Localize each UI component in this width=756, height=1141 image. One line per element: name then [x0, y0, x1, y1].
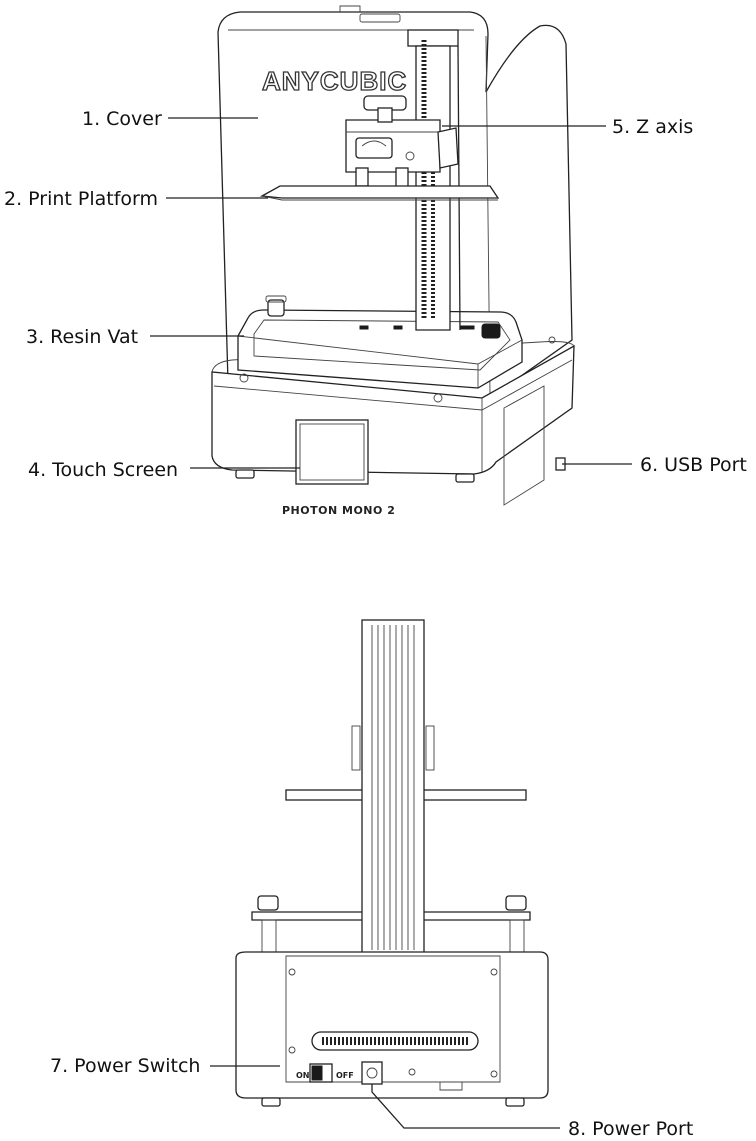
- switch-on-text: ON: [296, 1071, 310, 1080]
- touch-screen: [295, 419, 369, 485]
- z-axis-column-back: [361, 619, 425, 957]
- switch-off-text: OFF: [336, 1071, 354, 1080]
- print-platform: [259, 185, 500, 201]
- model-name-text: PHOTON MONO 2: [282, 504, 395, 517]
- brand-logo-text: ANYCUBIC: [262, 66, 407, 96]
- z-axis: [345, 29, 461, 331]
- callout-labels: 1. Cover 2. Print Platform 3. Resin Vat …: [4, 108, 747, 1140]
- back-view: ON OFF: [235, 619, 549, 1107]
- cover: ANYCUBIC: [217, 5, 573, 406]
- leader-lines: [150, 117, 632, 1129]
- label-power-port: 8. Power Port: [568, 1118, 693, 1140]
- front-view: ANYCUBIC PHOTON MONO 2: [211, 5, 575, 517]
- power-switch: ON OFF: [296, 1063, 354, 1083]
- label-cover: 1. Cover: [82, 108, 162, 130]
- label-z-axis: 5. Z axis: [612, 116, 693, 138]
- label-resin-vat: 3. Resin Vat: [26, 326, 138, 348]
- label-power-switch: 7. Power Switch: [50, 1055, 200, 1077]
- label-touch-screen: 4. Touch Screen: [28, 459, 178, 481]
- power-port: [361, 1061, 383, 1085]
- resin-vat: [237, 295, 523, 389]
- label-usb-port: 6. USB Port: [640, 454, 747, 476]
- label-print-platform: 2. Print Platform: [4, 188, 158, 210]
